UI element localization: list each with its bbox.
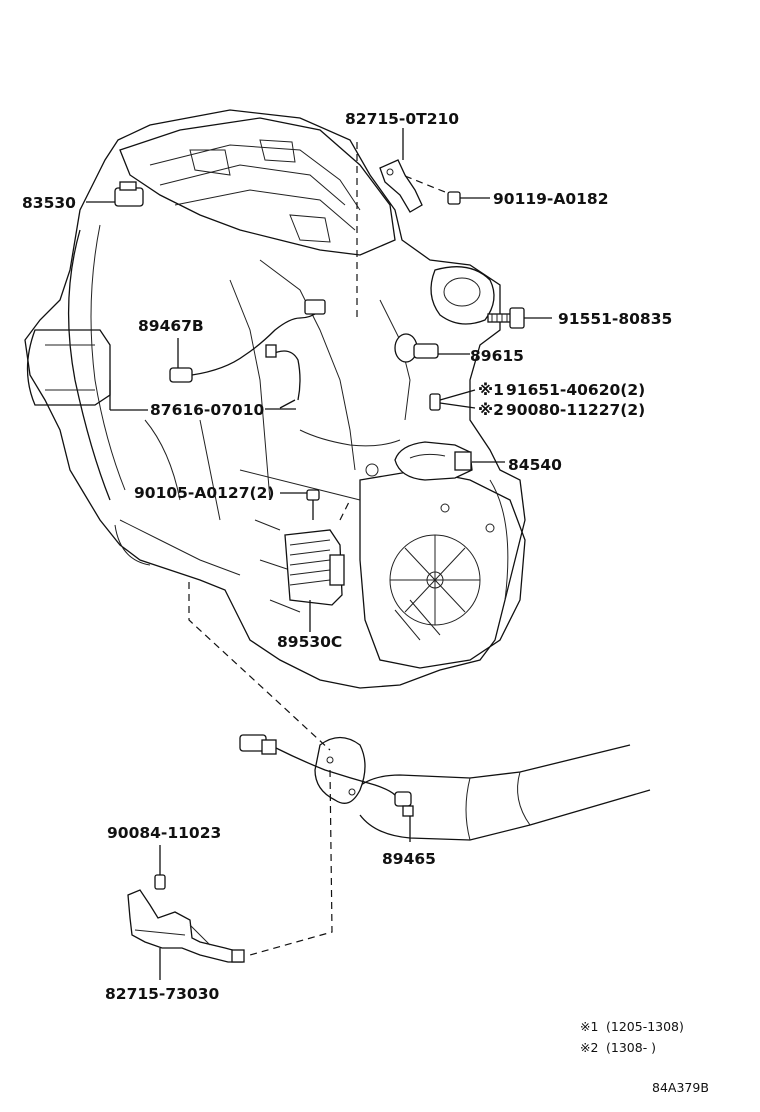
label-83530: 83530 bbox=[22, 194, 76, 212]
bolt-90105-A0127 bbox=[280, 489, 320, 520]
label-89530C: 89530C bbox=[277, 633, 342, 651]
label-90119-A0182: 90119-A0182 bbox=[493, 190, 609, 208]
oxygen-sensor-89465 bbox=[239, 734, 414, 842]
engine-assembly-drawing bbox=[24, 109, 526, 689]
label-82715-73030: 82715-73030 bbox=[105, 985, 219, 1003]
marker-1: ※1 bbox=[478, 381, 504, 399]
camshaft-position-sensor-89615 bbox=[394, 333, 470, 363]
bolt-90119-A0182 bbox=[447, 191, 490, 205]
wire-bracket-82715-73030 bbox=[127, 889, 245, 980]
marker-2: ※2 bbox=[478, 401, 504, 419]
footnote-2-text: (1308- ) bbox=[606, 1040, 656, 1055]
label-90080-11227: 90080-11227(2) bbox=[506, 401, 645, 419]
label-91551-80835: 91551-80835 bbox=[558, 310, 672, 328]
label-90084-11023: 90084-11023 bbox=[107, 824, 221, 842]
wire-clamp-87616-07010 bbox=[265, 344, 301, 409]
label-89465: 89465 bbox=[382, 850, 436, 868]
footnote-1-marker: ※1 bbox=[580, 1019, 598, 1034]
ecu-module-89530C bbox=[284, 529, 345, 632]
neutral-start-switch-84540 bbox=[394, 441, 505, 481]
label-89467B: 89467B bbox=[138, 317, 204, 335]
air-fuel-ratio-sensor-89467B bbox=[169, 299, 326, 383]
reference-lines bbox=[188, 142, 446, 956]
wire-bracket-82715-0T210 bbox=[379, 128, 423, 213]
diagram-code: 84A379B bbox=[652, 1080, 709, 1095]
label-87616-07010: 87616-07010 bbox=[150, 401, 264, 419]
label-90105-A0127: 90105-A0127(2) bbox=[134, 484, 274, 502]
label-82715-0T210: 82715-0T210 bbox=[345, 110, 459, 128]
bolt-91651-90080 bbox=[429, 389, 476, 411]
footnote-1-text: (1205-1308) bbox=[606, 1019, 684, 1034]
bolt-91551-80835 bbox=[487, 307, 552, 329]
exhaust-pipe-drawing bbox=[314, 736, 651, 841]
label-91651-40620: 91651-40620(2) bbox=[506, 381, 645, 399]
footnote-2-marker: ※2 bbox=[580, 1040, 598, 1055]
label-89615: 89615 bbox=[470, 347, 524, 365]
bolt-90084-11023 bbox=[154, 845, 166, 890]
label-84540: 84540 bbox=[508, 456, 562, 474]
oil-pressure-switch-83530 bbox=[86, 181, 144, 207]
footnotes: ※1 (1205-1308) ※2 (1308- ) bbox=[580, 1019, 684, 1055]
